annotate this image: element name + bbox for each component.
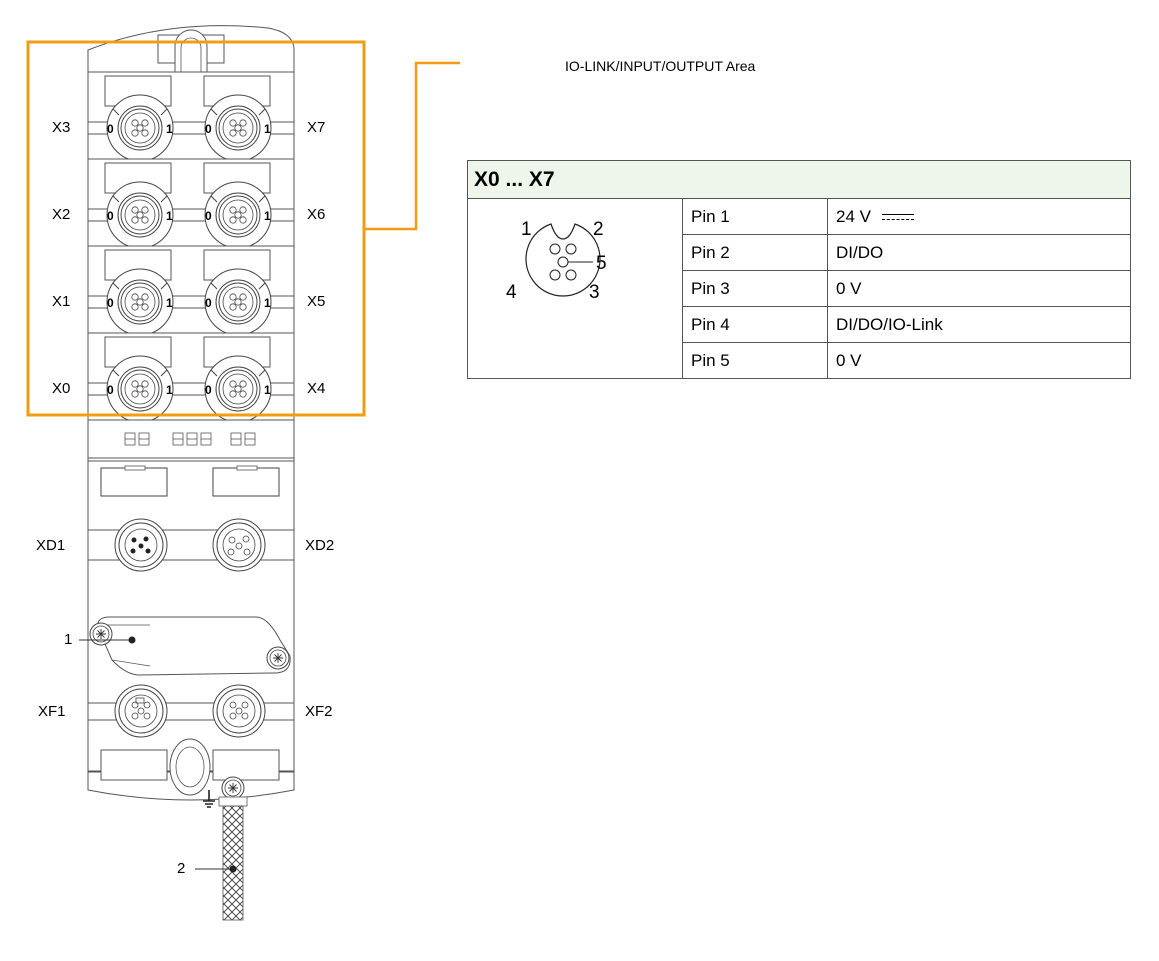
port-xf1[interactable] [114, 684, 168, 738]
channel-mark: 1 [166, 122, 173, 136]
port-label-x1: X1 [52, 293, 71, 310]
port-label-xf2: XF2 [305, 703, 333, 720]
port-label-x6: X6 [307, 206, 326, 223]
ground-screw-icon [221, 776, 245, 800]
pin-cell: Pin 2 [682, 234, 828, 271]
m12-female-connector-icon: 1 2 5 4 3 [506, 219, 607, 303]
channel-mark: 0 [107, 209, 114, 223]
function-cell: DI/DO/IO-Link [827, 306, 1131, 343]
channel-mark: 0 [107, 122, 114, 136]
function-text: 24 V [836, 206, 871, 226]
ground-braid [222, 805, 244, 921]
housing-bottom [87, 772, 295, 801]
port-xd1[interactable] [114, 518, 168, 572]
cover-plate [97, 616, 291, 676]
pin-number-1: 1 [521, 219, 532, 240]
pin-number-2: 2 [593, 219, 604, 240]
pin-cell: Pin 5 [682, 342, 828, 379]
port-label-x0: X0 [52, 380, 71, 397]
port-label-x3: X3 [52, 119, 71, 136]
port-label-xf1: XF1 [38, 703, 66, 720]
port-label-x2: X2 [52, 206, 71, 223]
screw-icon [266, 646, 290, 670]
table-row: Pin 3 0 V [468, 270, 1131, 307]
pin-number-3: 3 [589, 282, 600, 303]
connector-pinout-cell: 1 2 5 4 3 [467, 198, 683, 379]
io-area-label: IO-LINK/INPUT/OUTPUT Area [565, 58, 756, 74]
pin-cell: Pin 3 [682, 270, 828, 307]
channel-mark: 0 [205, 296, 212, 310]
pin-assignment-table: X0 ... X7 1 2 5 4 3 Pin 1 24 V [467, 160, 1131, 379]
pin-cell: Pin 1 [682, 198, 828, 235]
channel-mark: 1 [264, 296, 271, 310]
channel-mark: 1 [264, 383, 271, 397]
channel-mark: 0 [205, 383, 212, 397]
channel-mark: 0 [107, 383, 114, 397]
table-title: X0 ... X7 [467, 160, 1131, 199]
function-cell: 0 V [827, 342, 1131, 379]
channel-mark: 1 [166, 209, 173, 223]
channel-mark: 0 [205, 122, 212, 136]
dc-voltage-icon [881, 212, 914, 222]
table-row: Pin 4 DI/DO/IO-Link [468, 306, 1131, 343]
function-cell: 0 V [827, 270, 1131, 307]
pin-number-5: 5 [596, 253, 607, 274]
callout-number-1: 1 [64, 631, 73, 648]
function-cell: DI/DO [827, 234, 1131, 271]
function-cell: 24 V [827, 198, 1131, 235]
table-row: Pin 5 0 V [468, 342, 1131, 379]
earth-ground-icon [203, 790, 215, 808]
port-label-xd2: XD2 [305, 537, 335, 554]
port-label-xd1: XD1 [36, 537, 66, 554]
channel-mark: 1 [166, 296, 173, 310]
port-label-x5: X5 [307, 293, 326, 310]
pin-number-4: 4 [506, 282, 517, 303]
port-label-x4: X4 [307, 380, 326, 397]
pin-cell: Pin 4 [682, 306, 828, 343]
channel-mark: 1 [264, 122, 271, 136]
table-row: 1 2 5 4 3 Pin 1 24 V [467, 198, 1131, 379]
port-label-x7: X7 [307, 119, 326, 136]
port-xf2[interactable] [212, 684, 266, 738]
channel-mark: 1 [264, 209, 271, 223]
channel-mark: 0 [205, 209, 212, 223]
channel-mark: 0 [107, 296, 114, 310]
channel-mark: 1 [166, 383, 173, 397]
screw-icon [89, 622, 113, 646]
callout-number-2: 2 [177, 860, 186, 877]
port-xd2[interactable] [212, 518, 266, 572]
